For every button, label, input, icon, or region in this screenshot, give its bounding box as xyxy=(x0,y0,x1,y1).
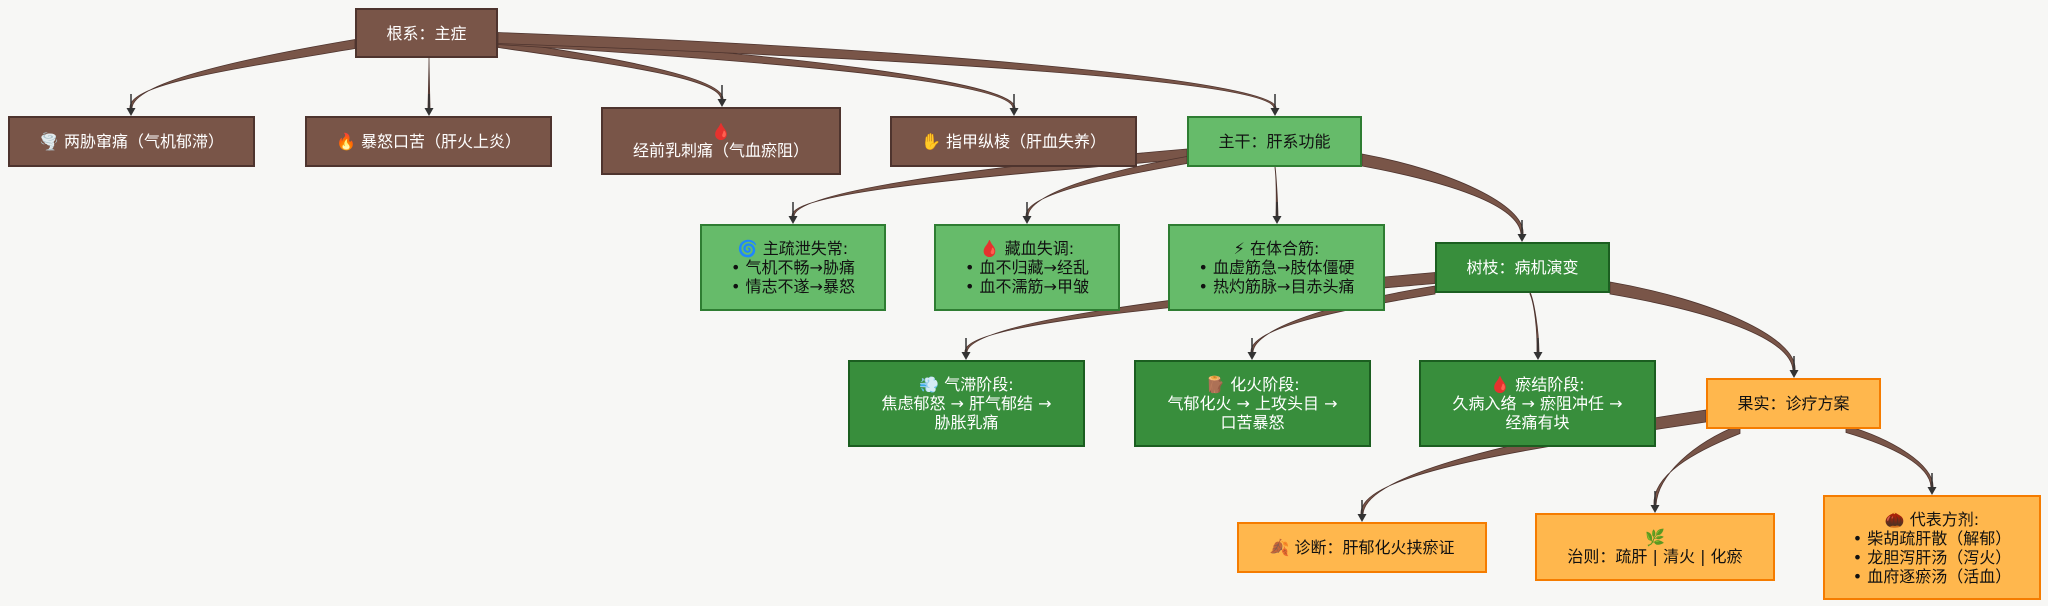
node-text-line: 🔥 暴怒口苦（肝火上炎） xyxy=(335,132,521,151)
node-text-line: • 气机不畅→胁痛 xyxy=(731,258,855,277)
node-function-blood-storage: 🩸 藏血失调:• 血不归藏→经乱• 血不濡筋→甲皱 xyxy=(934,224,1120,311)
node-text-line: • 热灼筋脉→目赤头痛 xyxy=(1198,277,1355,296)
node-text-line: 🌪️ 两胁窜痛（气机郁滞） xyxy=(38,132,224,151)
node-symptom-breast-pain: 🩸经前乳刺痛（气血瘀阻） xyxy=(601,107,841,175)
node-text-line: 胁胀乳痛 xyxy=(934,413,999,432)
node-text-line: 口苦暴怒 xyxy=(1220,413,1285,432)
node-branch-pathogenesis: 树枝：病机演变 xyxy=(1435,242,1610,293)
node-function-tendons: ⚡ 在体合筋:• 血虚筋急→肢体僵硬• 热灼筋脉→目赤头痛 xyxy=(1168,224,1385,311)
node-text-line: 治则：疏肝 | 清火 | 化瘀 xyxy=(1567,547,1743,566)
edge-fruit-r2 xyxy=(1650,423,1741,513)
node-text-line: 久病入络 → 瘀阻冲任 → xyxy=(1452,394,1623,413)
node-stage-stasis: 🩸 瘀结阶段:久病入络 → 瘀阻冲任 →经痛有块 xyxy=(1419,360,1656,447)
node-text-line: 经前乳刺痛（气血瘀阻） xyxy=(632,141,809,160)
node-symptom-nail-ridges: ✋ 指甲纵棱（肝血失养） xyxy=(890,116,1137,167)
node-result-formulas: 🌰 代表方剂:• 柴胡疏肝散（解郁）• 龙胆泻肝汤（泻火）• 血府逐瘀汤（活血） xyxy=(1823,495,2041,600)
edge-branch-fruit xyxy=(1609,281,1799,378)
node-text-line: • 血虚筋急→肢体僵硬 xyxy=(1198,258,1355,277)
node-result-principle: 🌿治则：疏肝 | 清火 | 化瘀 xyxy=(1535,513,1775,581)
edge-root-sym1 xyxy=(126,39,356,116)
node-symptom-hypochondriac-pain: 🌪️ 两胁窜痛（气机郁滞） xyxy=(8,116,255,167)
node-text-line: 果实：诊疗方案 xyxy=(1737,394,1850,413)
node-text-line: ✋ 指甲纵棱（肝血失养） xyxy=(920,132,1106,151)
node-text-line: 🌀 主疏泄失常: xyxy=(737,239,849,258)
node-text-line: 🌿 xyxy=(1645,528,1665,547)
node-text-line: • 血府逐瘀汤（活血） xyxy=(1852,566,2012,586)
node-text-line: 🩸 xyxy=(711,122,731,141)
node-text-line: 树枝：病机演变 xyxy=(1466,258,1579,277)
node-text-line: 💨 气滞阶段: xyxy=(919,375,1014,394)
edge-trunk-f3 xyxy=(1272,165,1282,224)
node-text-line: 🍂 诊断：肝郁化火挟瘀证 xyxy=(1269,538,1455,557)
node-text-line: 🪵 化火阶段: xyxy=(1205,375,1300,394)
edge-root-trunk xyxy=(497,32,1280,116)
node-text-line: 🌰 代表方剂: xyxy=(1884,509,1980,529)
node-fruit-treatment-plan: 果实：诊疗方案 xyxy=(1706,378,1881,429)
node-root-main-symptoms: 根系：主症 xyxy=(355,8,498,58)
edge-trunk-branch xyxy=(1361,153,1527,242)
node-function-dispersion: 🌀 主疏泄失常:• 气机不畅→胁痛• 情志不遂→暴怒 xyxy=(700,224,886,311)
node-text-line: 🩸 藏血失调: xyxy=(979,239,1075,258)
node-text-line: 焦虑郁怒 → 肝气郁结 → xyxy=(881,394,1052,413)
edge-root-sym3 xyxy=(497,40,727,107)
node-text-line: • 情志不遂→暴怒 xyxy=(731,277,855,296)
node-text-line: • 血不归藏→经乱 xyxy=(965,258,1089,277)
node-text-line: 🩸 瘀结阶段: xyxy=(1490,375,1585,394)
node-text-line: • 血不濡筋→甲皱 xyxy=(965,277,1089,296)
node-stage-fire: 🪵 化火阶段:气郁化火 → 上攻头目 →口苦暴怒 xyxy=(1134,360,1371,447)
edge-root-sym2 xyxy=(424,56,434,116)
node-result-diagnosis: 🍂 诊断：肝郁化火挟瘀证 xyxy=(1237,522,1487,573)
edge-fruit-r3 xyxy=(1845,424,1937,495)
node-text-line: ⚡ 在体合筋: xyxy=(1233,239,1320,258)
node-text-line: • 龙胆泻肝汤（泻火） xyxy=(1852,547,2012,567)
node-trunk-liver-function: 主干：肝系功能 xyxy=(1187,116,1362,167)
node-text-line: • 柴胡疏肝散（解郁） xyxy=(1852,528,2012,548)
edge-branch-s3 xyxy=(1529,291,1543,360)
node-text-line: 主干：肝系功能 xyxy=(1218,132,1331,151)
edge-trunk-f2 xyxy=(1022,156,1188,224)
node-text-line: 经痛有块 xyxy=(1505,413,1570,432)
node-text-line: 根系：主症 xyxy=(386,23,467,43)
node-stage-qi-stagnation: 💨 气滞阶段:焦虑郁怒 → 肝气郁结 →胁胀乳痛 xyxy=(848,360,1085,447)
node-text-line: 气郁化火 → 上攻头目 → xyxy=(1167,394,1338,413)
node-symptom-anger-bitter-mouth: 🔥 暴怒口苦（肝火上炎） xyxy=(305,116,552,167)
